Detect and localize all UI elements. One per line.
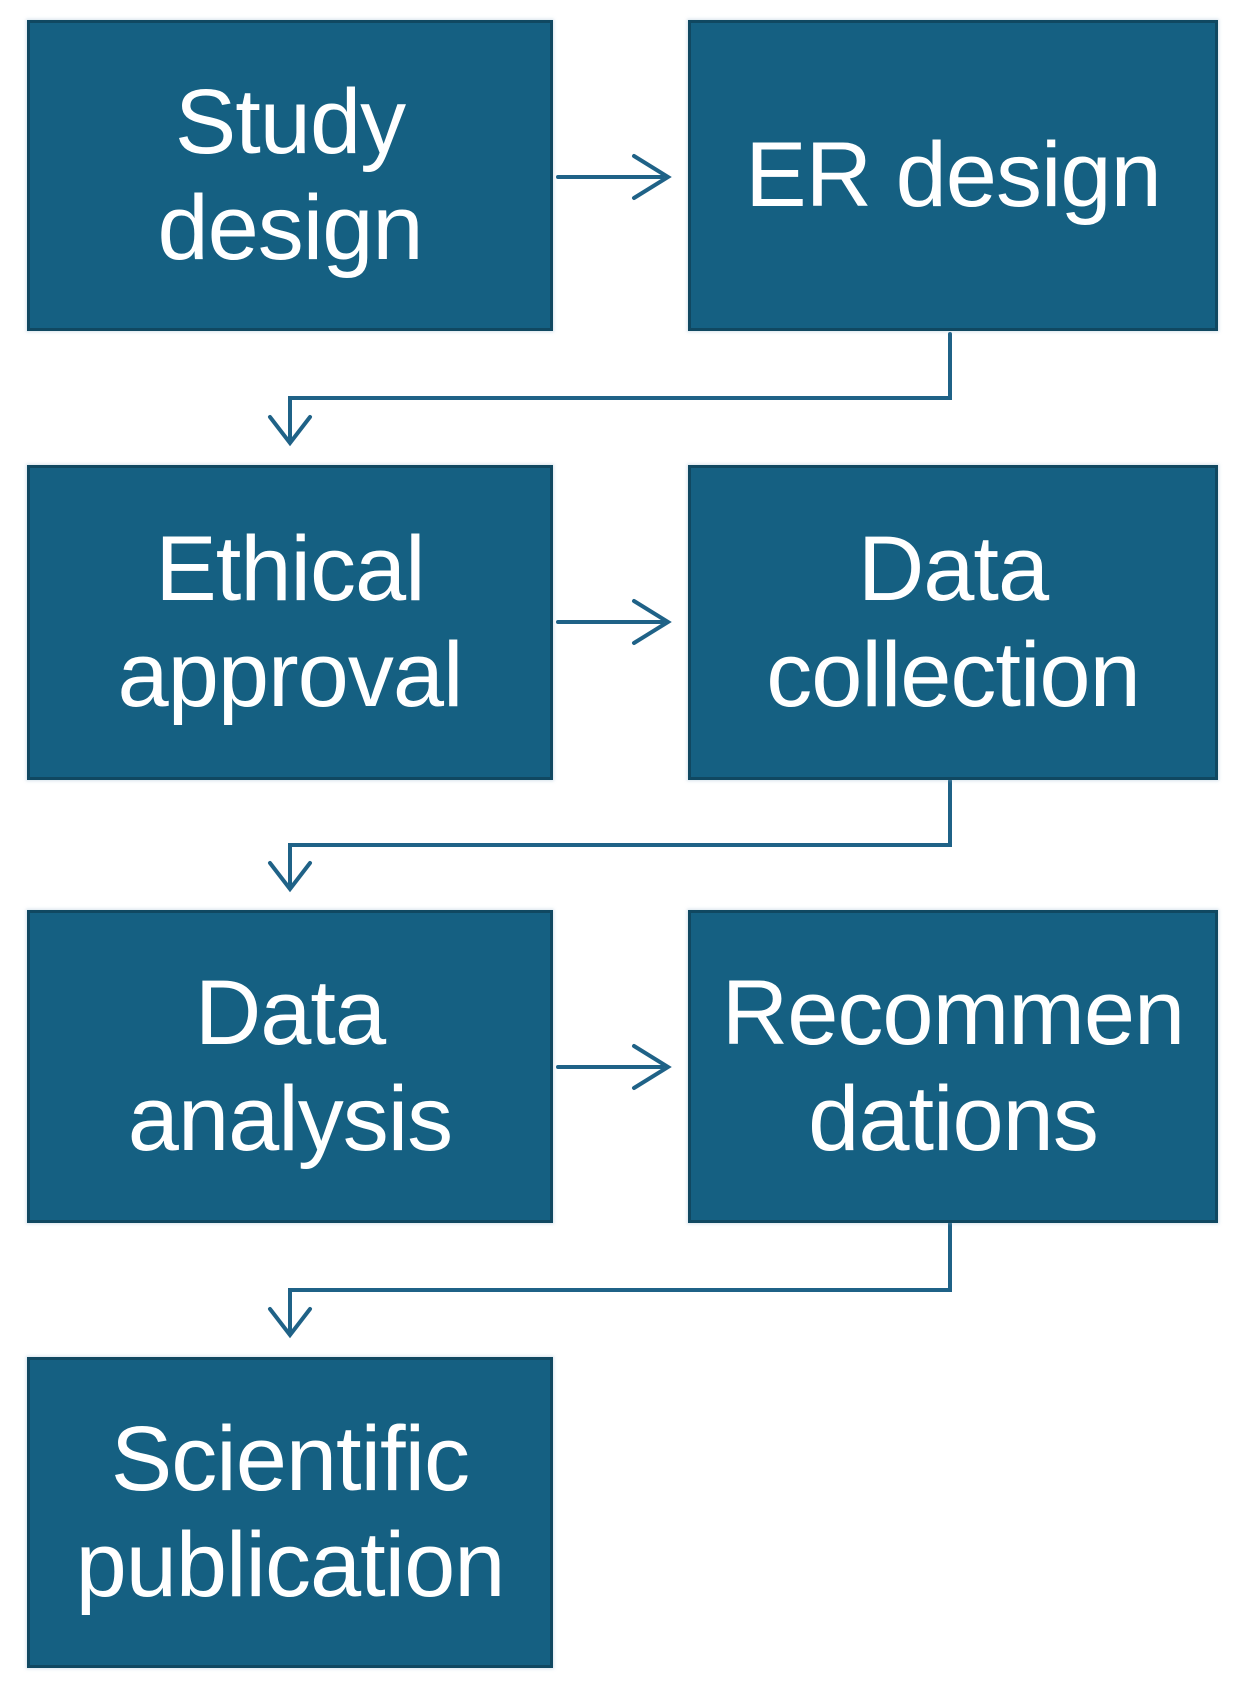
connector-ethical-to-collection xyxy=(556,599,672,645)
node-ethical-approval-label: Ethical approval xyxy=(117,517,464,726)
arrow-down-icon xyxy=(268,415,312,447)
connector-study-to-er xyxy=(556,154,672,200)
node-data-analysis: Data analysis xyxy=(27,910,553,1223)
node-recommendations-label: Recommen dations xyxy=(721,961,1185,1170)
arrow-down-icon xyxy=(268,861,312,893)
node-scientific-publication: Scientific publication xyxy=(27,1357,553,1668)
node-ethical-approval: Ethical approval xyxy=(27,465,553,780)
connector-collection-to-analysis xyxy=(268,779,952,893)
connector-analysis-to-recommendations xyxy=(556,1044,672,1090)
connector-recommendations-to-publication xyxy=(268,1222,952,1339)
arrow-right-icon xyxy=(632,599,672,645)
node-data-collection-label: Data collection xyxy=(766,517,1141,726)
node-study-design: Study design xyxy=(27,20,553,331)
arrow-right-icon xyxy=(632,1044,672,1090)
arrow-down-icon xyxy=(268,1307,312,1339)
node-study-design-label: Study design xyxy=(157,70,423,279)
arrow-right-icon xyxy=(632,154,672,200)
node-data-analysis-label: Data analysis xyxy=(127,961,453,1170)
node-er-design-label: ER design xyxy=(745,123,1161,226)
connector-er-to-ethical xyxy=(268,332,952,447)
node-er-design: ER design xyxy=(688,20,1218,331)
node-recommendations: Recommen dations xyxy=(688,910,1218,1223)
node-data-collection: Data collection xyxy=(688,465,1218,780)
node-scientific-publication-label: Scientific publication xyxy=(75,1407,506,1616)
